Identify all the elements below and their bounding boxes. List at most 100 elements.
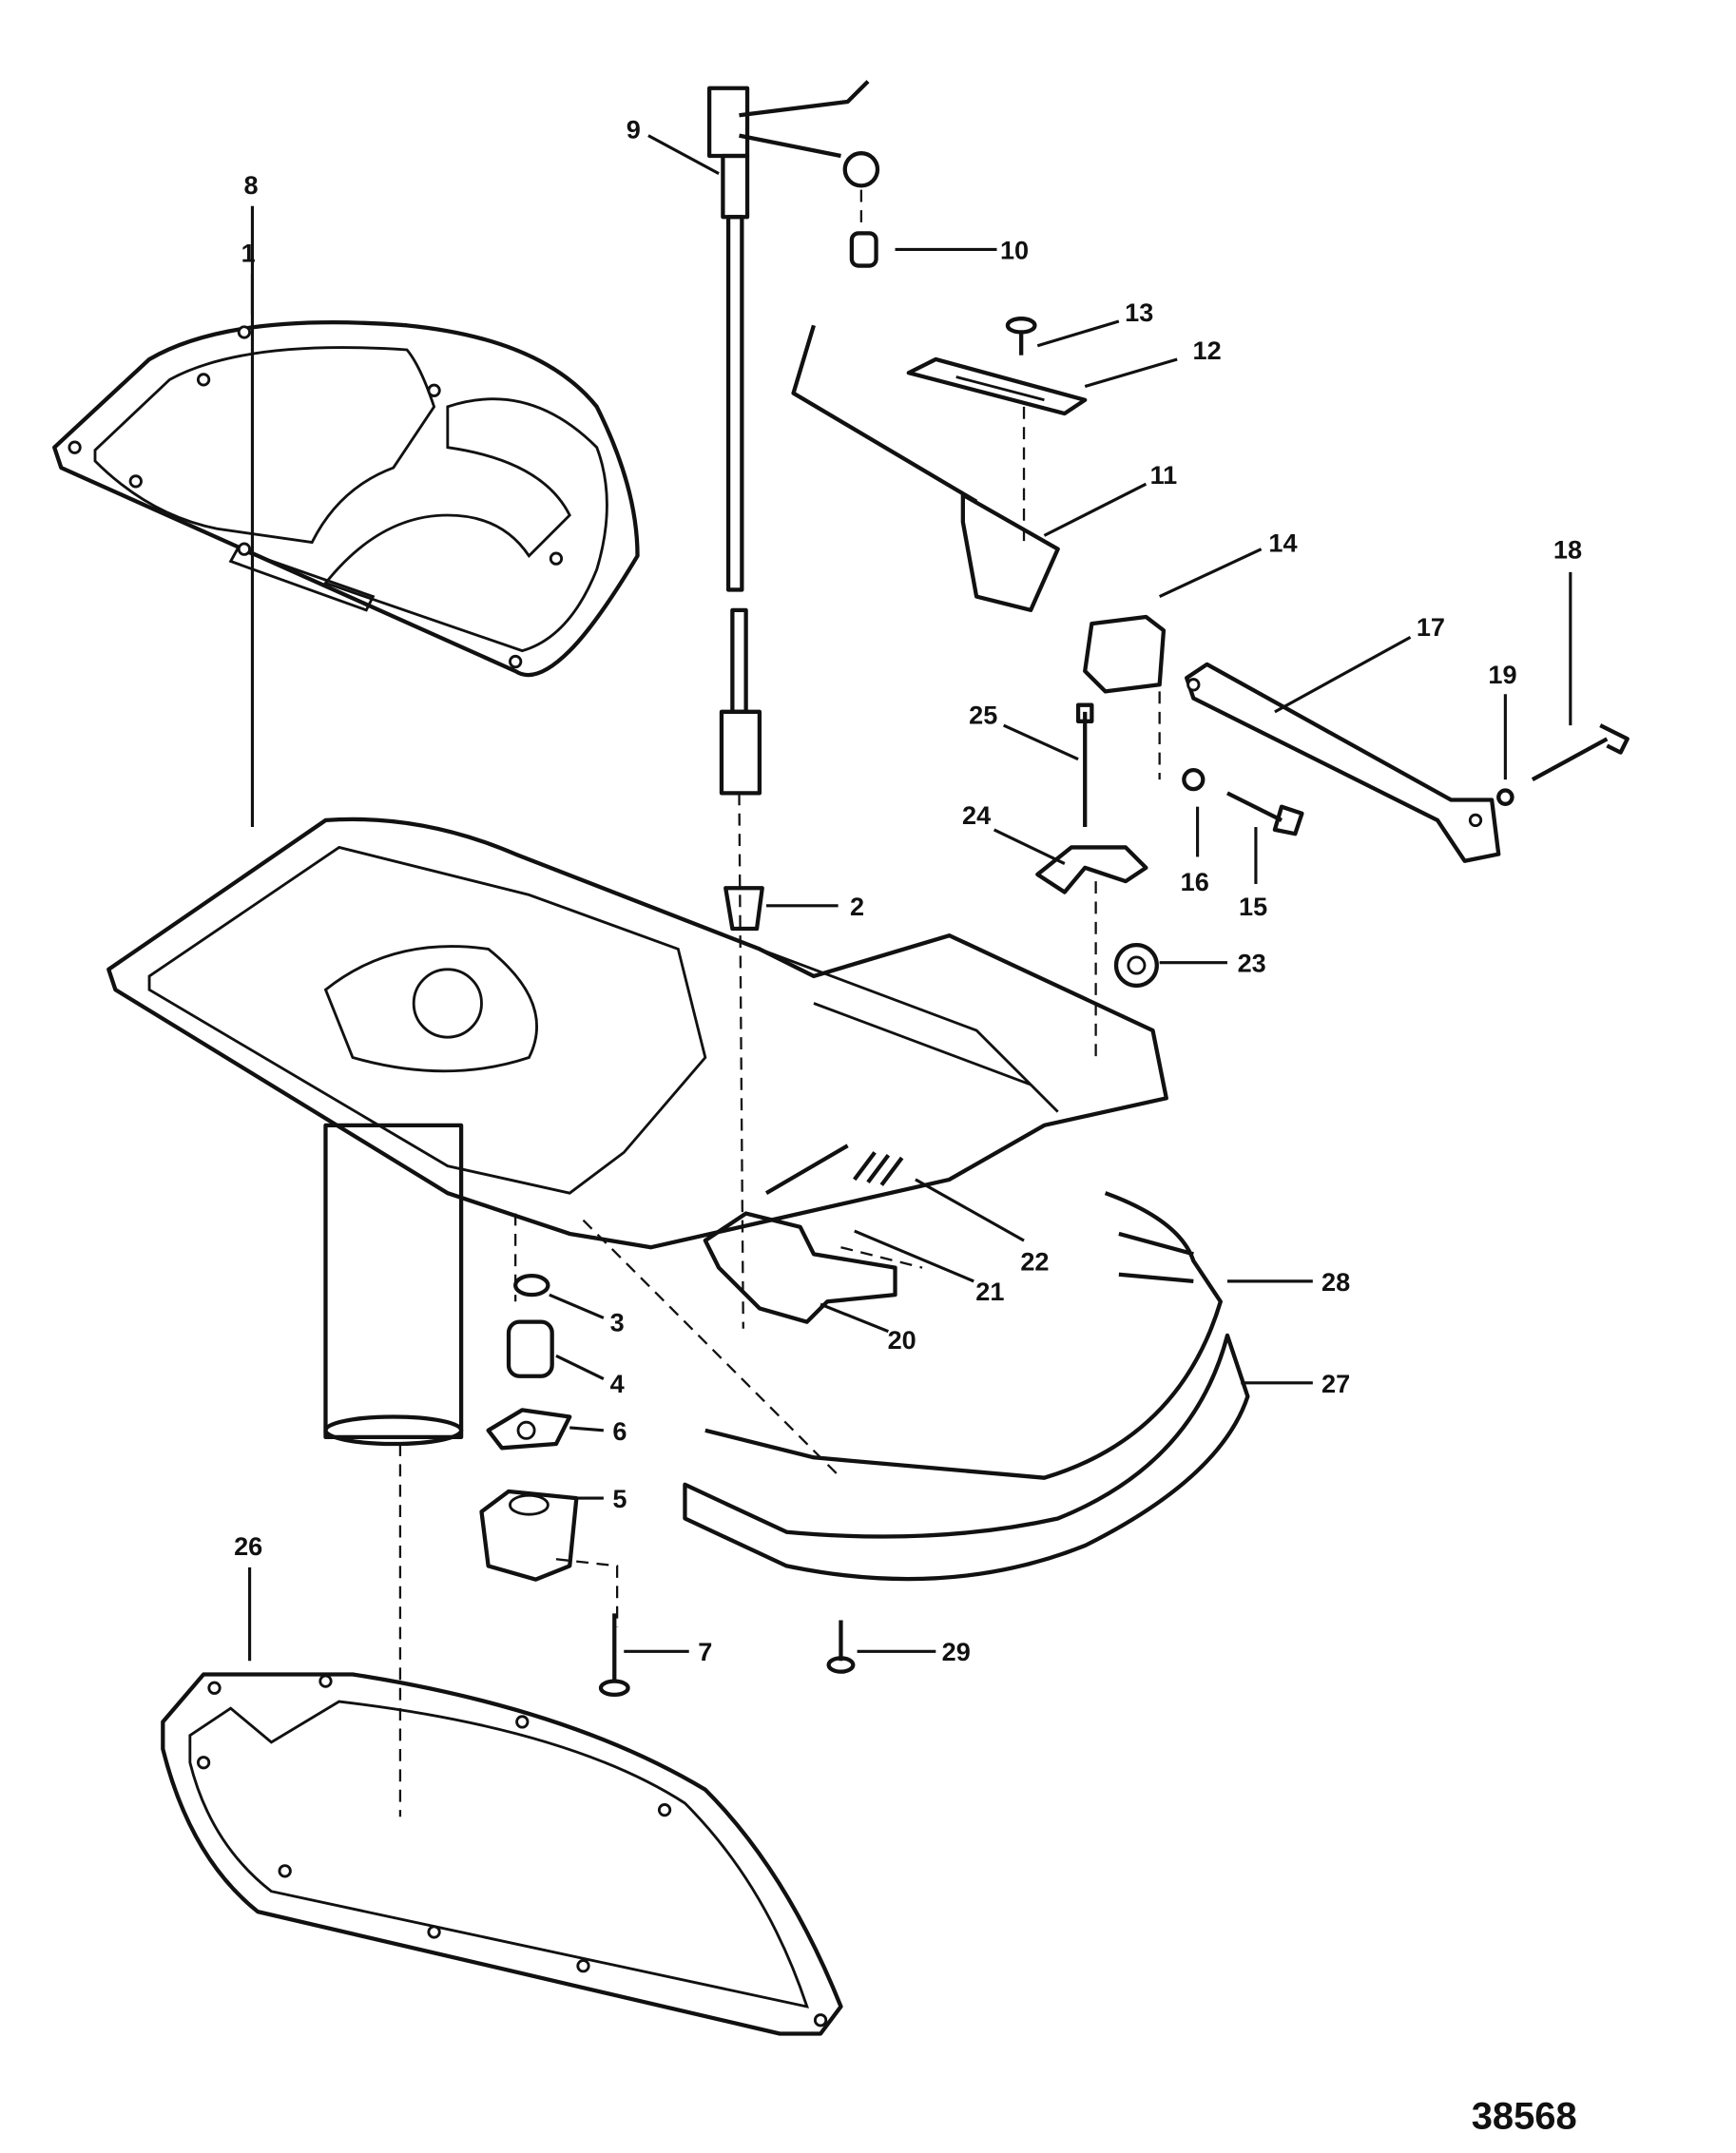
callout-number: 4 <box>610 1369 625 1398</box>
part-14-block <box>1083 614 1167 694</box>
callout-number: 26 <box>234 1531 262 1561</box>
callout-number: 25 <box>969 701 997 730</box>
part-26-gasket <box>161 1672 843 2036</box>
callout-number: 24 <box>962 800 991 830</box>
callout-2: 2 <box>766 892 864 921</box>
callout-14: 14 <box>1158 529 1298 599</box>
callout-number: 6 <box>612 1416 627 1446</box>
assembly-line <box>1094 691 1161 1058</box>
callout-29: 29 <box>857 1637 971 1666</box>
part-2-grommet <box>723 886 764 932</box>
callout-number: 23 <box>1238 949 1266 978</box>
part-6-plate <box>486 1408 572 1451</box>
callout-6: 6 <box>569 1416 627 1446</box>
part-19-washer <box>1496 788 1514 806</box>
callout-3: 3 <box>549 1293 625 1337</box>
part-7-screw <box>598 1613 630 1698</box>
callout-23: 23 <box>1159 949 1266 978</box>
callout-17: 17 <box>1274 612 1445 714</box>
callout-13: 13 <box>1036 298 1153 348</box>
part-22-spring <box>853 1151 904 1186</box>
callout-4: 4 <box>555 1354 625 1398</box>
leader-line <box>1036 319 1120 348</box>
leader-line <box>854 1229 974 1283</box>
leader-line <box>1084 357 1178 389</box>
part-16-washer <box>1182 768 1206 792</box>
leader-line <box>993 828 1066 865</box>
figure-number: 38568 <box>1472 2095 1577 2137</box>
callout-9: 9 <box>627 114 720 175</box>
callout-5: 5 <box>576 1484 627 1513</box>
part-10-bushing <box>849 231 878 268</box>
callout-number: 3 <box>610 1308 625 1337</box>
callout-number: 13 <box>1125 298 1153 327</box>
callout-16: 16 <box>1181 806 1209 896</box>
part-28-bracket <box>704 1191 1223 1480</box>
callout-12: 12 <box>1084 336 1222 389</box>
leader-line <box>1274 635 1412 714</box>
part-5-bushing <box>479 1489 579 1582</box>
leader-line <box>569 1426 604 1432</box>
part-20-shift-handle <box>703 1211 897 1324</box>
callout-number: 2 <box>850 892 864 921</box>
callout-number: 12 <box>1193 336 1222 365</box>
part-23-roller <box>1113 943 1159 989</box>
part-15-bolt <box>1226 791 1304 836</box>
part-21-pin <box>764 1144 923 1269</box>
part-24-clamp <box>1035 845 1148 894</box>
callout-15: 15 <box>1239 827 1267 921</box>
part-9-shift-rod <box>706 80 880 1329</box>
callout-number: 7 <box>698 1637 712 1666</box>
part-3-washer <box>513 1274 550 1298</box>
part-13-screw <box>1005 317 1037 356</box>
part-8-gasket <box>52 320 640 678</box>
callout-number: 16 <box>1181 867 1209 896</box>
part-11-bracket <box>791 324 1060 612</box>
callout-number: 21 <box>975 1277 1004 1306</box>
part-18-bolt <box>1531 723 1630 782</box>
callout-number: 15 <box>1239 892 1267 921</box>
callout-number: 17 <box>1417 612 1445 642</box>
leader-line <box>549 1293 605 1319</box>
callout-22: 22 <box>915 1178 1050 1276</box>
callout-number: 29 <box>942 1637 971 1666</box>
part-29-screw <box>826 1620 856 1674</box>
callout-26: 26 <box>234 1531 262 1662</box>
leader-line <box>1002 723 1079 761</box>
leader-line <box>1043 482 1148 537</box>
callout-number: 9 <box>627 114 641 144</box>
callout-number: 19 <box>1488 660 1516 689</box>
callout-27: 27 <box>1241 1369 1350 1398</box>
callout-8: 8 <box>243 170 259 315</box>
callout-number: 8 <box>243 170 258 200</box>
callout-20: 20 <box>820 1302 916 1355</box>
callout-number: 14 <box>1268 529 1297 558</box>
callout-24: 24 <box>962 800 1066 865</box>
callout-18: 18 <box>1553 535 1582 726</box>
callout-25: 25 <box>969 701 1079 761</box>
part-4-bushing <box>506 1319 554 1378</box>
callout-number: 22 <box>1020 1246 1049 1276</box>
callout-19: 19 <box>1488 660 1517 780</box>
part-1-adapter-plate <box>106 817 1168 1817</box>
callout-number: 5 <box>612 1484 627 1513</box>
callout-28: 28 <box>1226 1267 1350 1297</box>
callout-number: 11 <box>1150 460 1178 490</box>
callout-number: 20 <box>888 1325 916 1355</box>
leader-line <box>820 1302 889 1334</box>
callout-number: 28 <box>1321 1267 1350 1297</box>
part-12-plate <box>906 356 1088 416</box>
part-17-lever <box>1185 662 1501 863</box>
leader-line <box>647 134 720 175</box>
callout-10: 10 <box>895 235 1029 264</box>
callout-number: 10 <box>1000 235 1029 264</box>
callout-11: 11 <box>1043 460 1178 537</box>
callout-number: 18 <box>1553 535 1582 565</box>
leader-line <box>915 1178 1025 1242</box>
callout-21: 21 <box>854 1229 1004 1306</box>
callout-number: 27 <box>1321 1369 1350 1398</box>
part-25-bolt <box>1075 702 1094 828</box>
assembly-line <box>555 1558 619 1627</box>
